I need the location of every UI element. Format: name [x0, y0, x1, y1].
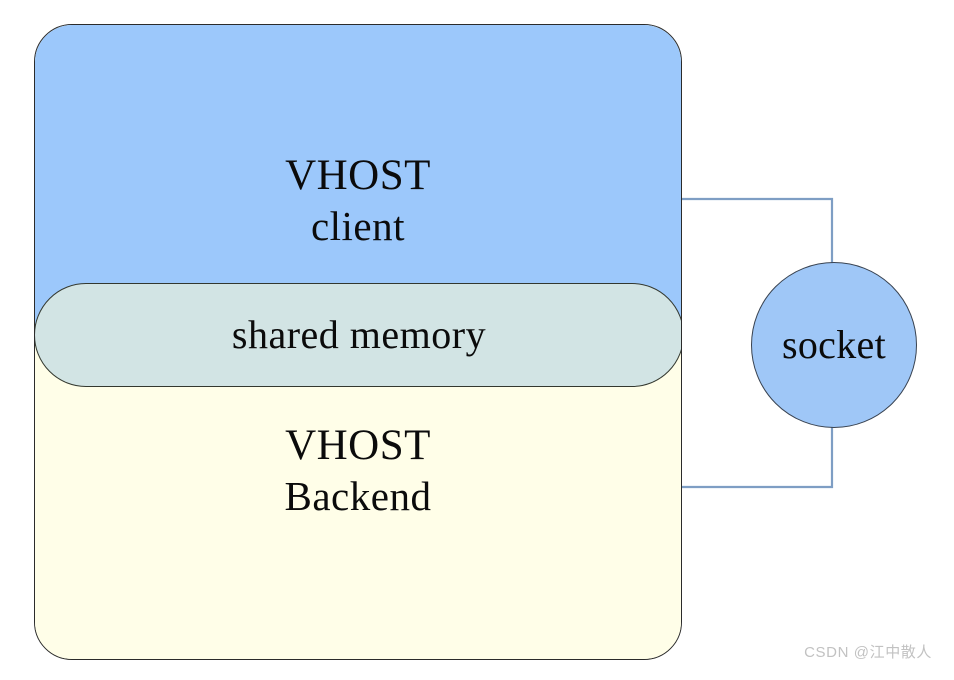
vhost-container[interactable]: VHOST client VHOST Backend shared memory	[34, 24, 682, 660]
vhost-client-label-line1: VHOST	[285, 152, 431, 199]
socket-label: socket	[782, 321, 886, 367]
shared-memory-node[interactable]: shared memory	[35, 283, 681, 387]
vhost-backend-label: VHOST Backend	[35, 421, 681, 520]
socket-node[interactable]: socket	[751, 262, 917, 428]
connector-top	[681, 197, 834, 268]
vhost-client-band[interactable]	[35, 25, 681, 331]
vhost-client-label: VHOST client	[35, 151, 681, 250]
shared-memory-label: shared memory	[231, 311, 487, 357]
vhost-client-label-line2: client	[310, 202, 406, 249]
vhost-backend-label-line2: Backend	[284, 472, 432, 519]
vhost-backend-label-line1: VHOST	[285, 422, 431, 469]
watermark: CSDN @江中散人	[804, 644, 932, 661]
connector-bottom	[681, 422, 834, 489]
